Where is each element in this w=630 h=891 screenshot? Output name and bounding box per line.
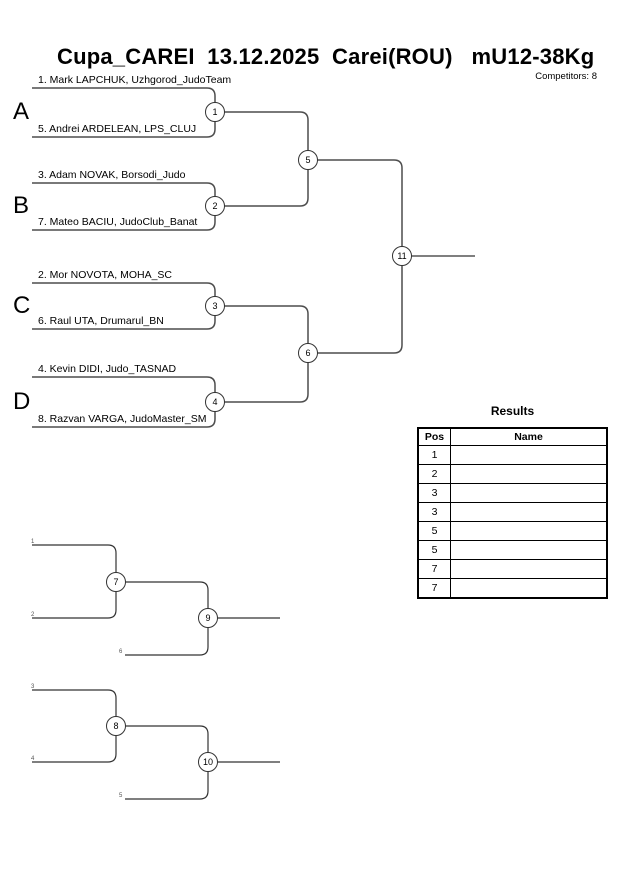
competitor-entry: 4. Kevin DIDI, Judo_TASNAD [38,363,177,375]
results-name-cell [450,540,608,560]
results-title: Results [490,404,535,418]
results-name-cell [450,464,608,484]
competitor-entry: 5. Andrei ARDELEAN, LPS_CLUJ [38,123,197,135]
group-letter-c: C [13,292,31,319]
repechage-slot-label: 5 [119,793,123,799]
results-row: 1 [417,445,608,465]
group-letter-d: D [13,388,31,415]
results-name-cell [450,483,608,503]
results-name-cell [450,559,608,579]
results-table: Pos Name 1 2 3 3 5 [417,427,608,599]
match-circle-1: 1 [205,102,225,122]
results-pos-cell: 7 [417,578,451,599]
results-pos-cell: 3 [417,502,451,522]
results-pos-cell: 5 [417,521,451,541]
results-name-cell [450,578,608,599]
competitor-entry: 6. Raul UTA, Drumarul_BN [38,315,164,327]
match-circle-2: 2 [205,196,225,216]
results-row: 5 [417,521,608,541]
results-row: 2 [417,464,608,484]
results-row: 7 [417,578,608,599]
match-circle-8: 8 [106,716,126,736]
competitor-entry: 2. Mor NOVOTA, MOHA_SC [38,269,172,281]
match-circle-11: 11 [392,246,412,266]
repechage-slot-label: 1 [31,539,35,545]
repechage-slot-label: 4 [31,756,35,762]
repechage-slot-label: 2 [31,612,35,618]
results-pos-cell: 5 [417,540,451,560]
repechage-slot-label: 6 [119,649,123,655]
match-circle-10: 10 [198,752,218,772]
match-circle-7: 7 [106,572,126,592]
results-pos-cell: 3 [417,483,451,503]
match-circle-5: 5 [298,150,318,170]
group-letter-b: B [13,192,30,219]
results-pos-cell: 2 [417,464,451,484]
results-pos-cell: 7 [417,559,451,579]
competitor-entry: 3. Adam NOVAK, Borsodi_Judo [38,169,186,181]
match-circle-3: 3 [205,296,225,316]
results-header-pos: Pos [417,427,451,446]
results-pos-cell: 1 [417,445,451,465]
match-circle-4: 4 [205,392,225,412]
competitor-entry: 1. Mark LAPCHUK, Uzhgorod_JudoTeam [38,74,232,86]
results-name-cell [450,521,608,541]
match-circle-9: 9 [198,608,218,628]
results-row: 3 [417,483,608,503]
results-row: 3 [417,502,608,522]
competitor-entry: 8. Razvan VARGA, JudoMaster_SM [38,413,207,425]
results-row: 5 [417,540,608,560]
results-name-cell [450,445,608,465]
competitors-count: Competitors: 8 [535,71,597,82]
results-row: 7 [417,559,608,579]
results-name-cell [450,502,608,522]
match-circle-6: 6 [298,343,318,363]
group-letter-a: A [13,98,30,125]
competitor-entry: 7. Mateo BACIU, JudoClub_Banat [38,216,198,228]
repechage-slot-label: 3 [31,684,35,690]
results-header-name: Name [450,427,608,446]
page-title: Cupa_CAREI 13.12.2025 Carei(ROU) mU12-38… [57,44,595,69]
